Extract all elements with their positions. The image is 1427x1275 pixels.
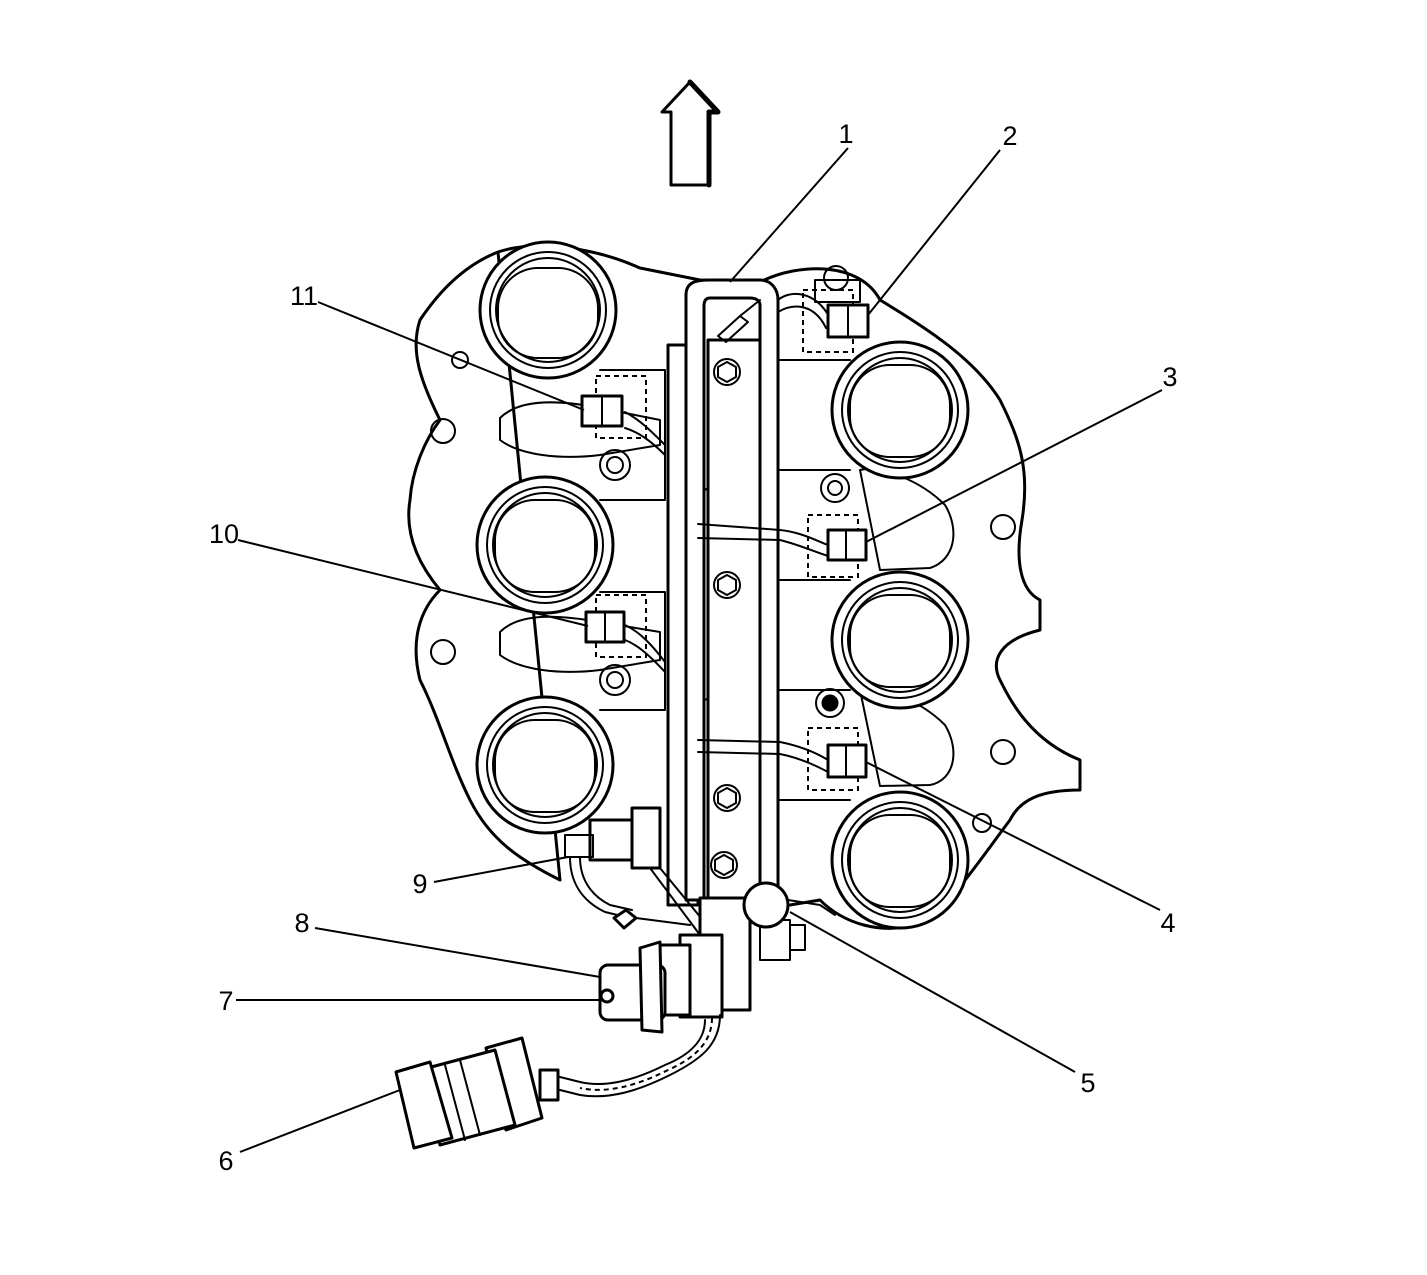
intake-port [830,570,970,710]
callout-leaders [236,147,1163,1153]
leader-8 [314,927,601,978]
callout-10: 10 [209,519,239,549]
leader-3 [865,389,1163,543]
harness-wire-leads [624,293,831,773]
fuel-injector-wiring-harness-rail [666,278,780,907]
lower-connector-cluster [564,806,806,1034]
fuel-rail-fitting [742,881,836,929]
intake-ports [475,240,970,930]
intake-port [478,240,618,380]
injector-connector-2 [802,279,870,353]
rail-bolt [713,784,741,812]
injector-connector-11 [580,375,647,439]
leader-4 [865,761,1161,911]
intake-manifold-flange [407,244,1082,930]
callout-3: 3 [1162,362,1177,392]
leader-5 [789,911,1076,1073]
intake-port [830,790,970,930]
injector-connector-4 [807,727,868,791]
leader-10 [237,539,589,627]
main-harness-connector [394,1014,721,1150]
intake-port [475,475,615,615]
callout-6: 6 [218,1146,233,1176]
injector-connector-10 [584,594,647,658]
callout-2: 2 [1002,121,1017,151]
rail-bolt [710,851,738,879]
callout-11: 11 [290,281,318,311]
leader-9 [433,856,569,883]
callout-5: 5 [1080,1068,1095,1098]
callout-labels: 1 2 3 4 5 6 7 8 9 10 11 [209,119,1178,1176]
callout-9: 9 [412,869,427,899]
up-arrow-icon [660,79,721,188]
leader-2 [867,149,1001,316]
leader-6 [239,1089,401,1153]
callout-1: 1 [838,119,853,149]
callout-8: 8 [294,908,309,938]
rail-bolt [713,358,741,386]
callout-7: 7 [218,986,233,1016]
intake-port [475,695,615,835]
injector-connector-3 [807,514,868,578]
callout-4: 4 [1160,908,1175,938]
rail-bolt [713,571,741,599]
leader-11 [317,301,585,411]
leader-1 [729,147,849,283]
intake-port [830,340,970,480]
